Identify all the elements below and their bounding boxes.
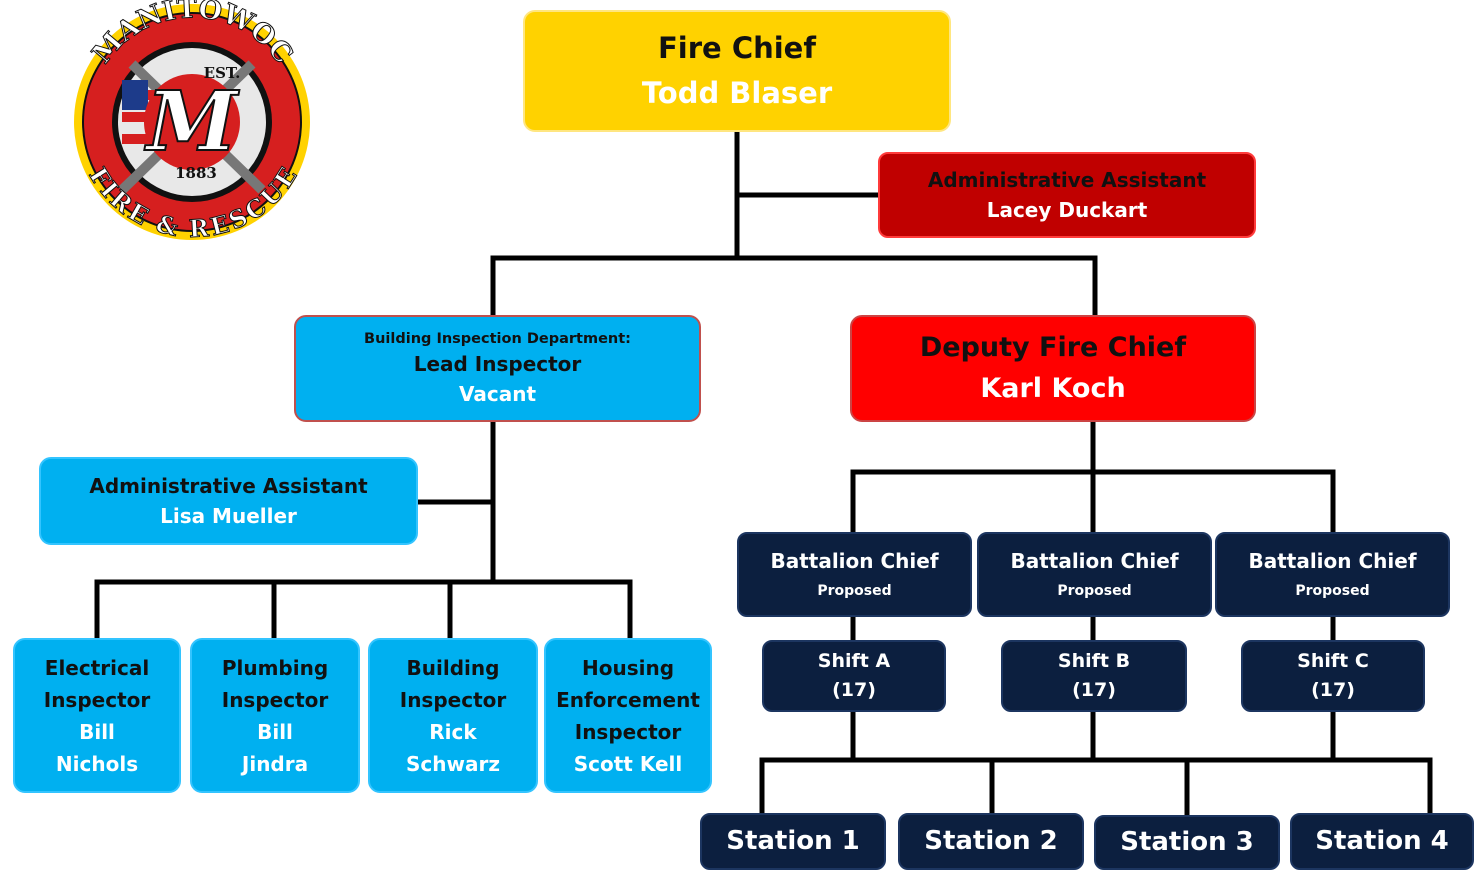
lead-inspector-box: Building Inspection Department: Lead Ins… xyxy=(294,315,701,422)
station-1-box: Station 1 xyxy=(700,813,886,870)
battalion-chief-box: Battalion Chief Proposed xyxy=(1215,532,1450,617)
building-inspector-box: Building Inspector Rick Schwarz xyxy=(368,638,538,793)
station-label: Station 4 xyxy=(1315,825,1449,856)
inspector-name-line: Bill xyxy=(257,719,293,744)
manitowoc-fire-rescue-logo: M EST. 1883 MANITOWOC FIRE & RESCUE xyxy=(74,0,310,244)
inspector-title-line: Electrical xyxy=(44,655,150,680)
building-admin-assistant-name: Lisa Mueller xyxy=(160,504,297,528)
inspector-name-line: Rick xyxy=(429,719,477,744)
inspector-title-line: Plumbing xyxy=(221,655,329,680)
housing-enforcement-inspector-box: Housing Enforcement Inspector Scott Kell xyxy=(544,638,712,793)
building-admin-assistant-title: Administrative Assistant xyxy=(89,474,368,498)
logo-year: 1883 xyxy=(175,164,217,182)
station-2-box: Station 2 xyxy=(898,813,1084,870)
inspector-name-line: Schwarz xyxy=(406,751,500,776)
inspector-name-line: Bill xyxy=(79,719,115,744)
inspector-title-line: Housing xyxy=(581,655,675,680)
chief-admin-assistant-box: Administrative Assistant Lacey Duckart xyxy=(878,152,1256,238)
chief-admin-assistant-name: Lacey Duckart xyxy=(986,198,1148,222)
electrical-inspector-box: Electrical Inspector Bill Nichols xyxy=(13,638,181,793)
lead-inspector-name: Vacant xyxy=(458,382,537,407)
inspector-title-line: Inspector xyxy=(574,719,682,744)
battalion-chief-title: Battalion Chief xyxy=(1248,549,1417,574)
battalion-chief-box: Battalion Chief Proposed xyxy=(737,532,972,617)
fire-chief-title: Fire Chief xyxy=(658,31,816,66)
deputy-chief-name: Karl Koch xyxy=(980,372,1126,404)
logo-letter: M xyxy=(144,74,240,170)
plumbing-inspector-box: Plumbing Inspector Bill Jindra xyxy=(190,638,360,793)
shift-count: (17) xyxy=(832,679,876,701)
station-label: Station 1 xyxy=(726,825,860,856)
building-admin-assistant-box: Administrative Assistant Lisa Mueller xyxy=(39,457,418,545)
station-3-box: Station 3 xyxy=(1094,815,1280,870)
fire-chief-name: Todd Blaser xyxy=(641,76,833,110)
deputy-chief-title: Deputy Fire Chief xyxy=(919,332,1187,364)
battalion-chief-title: Battalion Chief xyxy=(770,549,939,574)
inspector-name-line: Nichols xyxy=(55,751,139,776)
battalion-chief-status: Proposed xyxy=(817,583,892,600)
chief-admin-assistant-title: Administrative Assistant xyxy=(927,168,1207,192)
battalion-chief-box: Battalion Chief Proposed xyxy=(977,532,1212,617)
fire-chief-box: Fire Chief Todd Blaser xyxy=(523,10,951,132)
battalion-chief-status: Proposed xyxy=(1057,583,1132,600)
shift-count: (17) xyxy=(1311,679,1355,701)
shift-c-box: Shift C (17) xyxy=(1241,640,1425,712)
station-label: Station 2 xyxy=(924,825,1058,856)
shift-b-box: Shift B (17) xyxy=(1001,640,1187,712)
inspector-title-line: Enforcement xyxy=(556,687,700,712)
inspector-title-line: Inspector xyxy=(221,687,329,712)
shift-name: Shift C xyxy=(1297,650,1369,673)
deputy-chief-box: Deputy Fire Chief Karl Koch xyxy=(850,315,1256,422)
battalion-chief-title: Battalion Chief xyxy=(1010,549,1179,574)
inspector-title-line: Inspector xyxy=(43,687,151,712)
inspector-name-line: Jindra xyxy=(241,751,309,776)
shift-name: Shift A xyxy=(817,650,891,673)
station-label: Station 3 xyxy=(1120,826,1254,857)
battalion-chief-status: Proposed xyxy=(1295,583,1370,600)
logo-est: EST. xyxy=(204,64,241,82)
station-4-box: Station 4 xyxy=(1290,813,1474,870)
shift-count: (17) xyxy=(1072,679,1116,701)
inspector-name-line: Scott Kell xyxy=(573,751,683,776)
inspector-title-line: Building xyxy=(406,655,500,680)
shift-name: Shift B xyxy=(1057,650,1131,673)
lead-inspector-title: Lead Inspector xyxy=(413,352,582,377)
shift-a-box: Shift A (17) xyxy=(762,640,946,712)
inspector-title-line: Inspector xyxy=(399,687,507,712)
building-inspection-dept-label: Building Inspection Department: xyxy=(364,330,631,347)
